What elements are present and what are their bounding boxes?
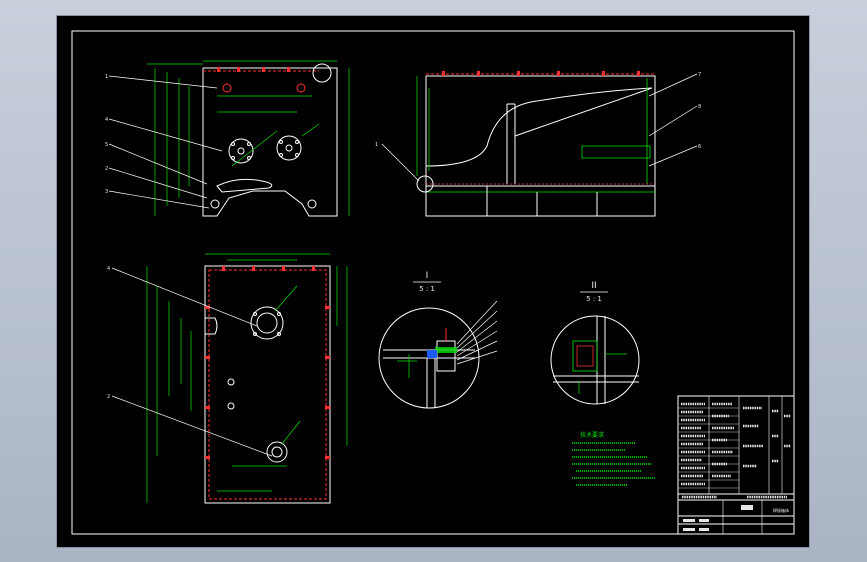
svg-text:8: 8	[698, 104, 701, 110]
svg-text:2: 2	[105, 166, 108, 172]
detail-i-scale: 5 : 1	[419, 285, 435, 293]
svg-text:2: 2	[107, 394, 110, 400]
svg-text:1: 1	[105, 74, 108, 80]
notes-title: 技术要求	[580, 431, 604, 439]
svg-text:3: 3	[105, 189, 108, 195]
technical-notes: 技术要求	[572, 431, 655, 486]
svg-text:4: 4	[107, 266, 110, 272]
svg-text:1: 1	[375, 142, 378, 148]
drawing-border	[71, 30, 795, 535]
detail-ii-scale: 5 : 1	[586, 295, 602, 303]
front-view: 1 4 5 2 3	[105, 60, 350, 217]
detail-i-label: I	[426, 271, 429, 281]
detail-view-ii: II 5 : 1	[550, 281, 640, 405]
svg-text:5: 5	[105, 142, 108, 148]
svg-text:7: 7	[698, 72, 701, 78]
svg-text:6: 6	[698, 144, 701, 150]
svg-text:4: 4	[105, 117, 108, 123]
drawing-title: 焊接箱体	[773, 507, 789, 513]
detail-ii-label: II	[591, 281, 596, 291]
drawing-canvas: 1 4 5 2 3	[71, 30, 795, 535]
title-block: 焊接箱体	[677, 395, 795, 535]
top-view: 42	[107, 253, 348, 504]
detail-view-i: I 5 : 1	[378, 271, 498, 409]
cad-viewport[interactable]: 1 4 5 2 3	[56, 15, 810, 548]
